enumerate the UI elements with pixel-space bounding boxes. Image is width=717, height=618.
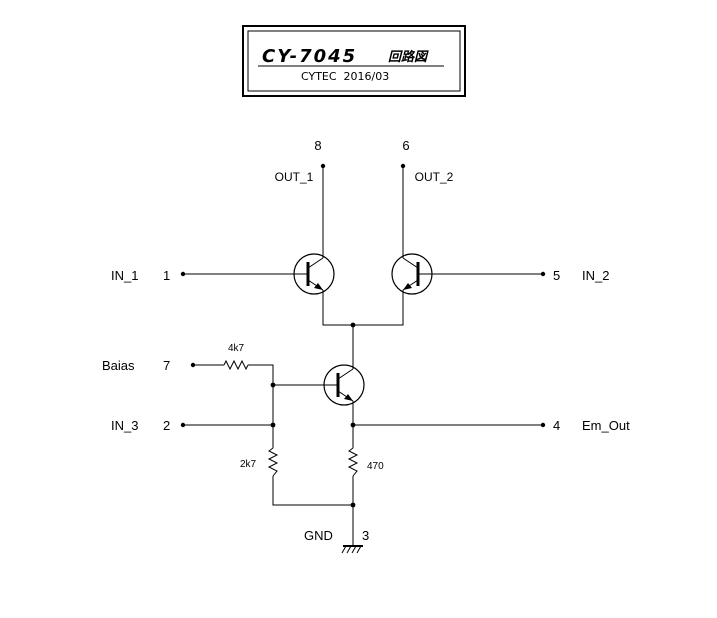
- pin-2-name: IN_3: [111, 418, 138, 433]
- junction-in3: [270, 422, 276, 428]
- pin-7-name: Baias: [102, 358, 135, 373]
- resistor-4k7: [223, 359, 249, 371]
- pin-7-number: 7: [163, 358, 170, 373]
- resistor-2k7: [267, 447, 279, 477]
- junction-ground: [350, 502, 356, 508]
- resistor-bias-value: 4k7: [228, 343, 245, 354]
- ground-icon: [341, 545, 363, 554]
- terminal-pin-5: [540, 271, 546, 277]
- title-sub: CYTEC 2016/03: [301, 70, 389, 83]
- terminal-pin-7: [190, 362, 196, 368]
- pin-1-number: 1: [163, 268, 170, 283]
- junctions: [270, 322, 356, 508]
- title-block: CY-7045 回路図 CYTEC 2016/03: [242, 25, 466, 97]
- pin-5-name: IN_2: [582, 268, 609, 283]
- pin-6-name: OUT_2: [415, 170, 454, 184]
- junction-emitters: [350, 322, 356, 328]
- pin-8-name: OUT_1: [275, 170, 314, 184]
- transistor-q3-collector: [337, 368, 354, 380]
- terminal-pin-1: [180, 271, 186, 277]
- wire-emitters-joined: [322, 290, 404, 326]
- title-main: CY-7045: [262, 46, 357, 67]
- wire-2k7-ground: [272, 476, 353, 506]
- transistor-q1-arrow: [314, 283, 323, 290]
- transistor-q2-arrow: [403, 283, 412, 290]
- transistor-q3-arrow: [344, 394, 353, 401]
- wire-bias-node: [248, 364, 274, 385]
- title-inner-frame: [247, 30, 461, 92]
- resistor-470: [347, 447, 359, 477]
- resistor-in3-value: 2k7: [240, 459, 257, 470]
- pin-1-name: IN_1: [111, 268, 138, 283]
- transistor-q3-body: [323, 364, 365, 406]
- pin-2-number: 2: [163, 418, 170, 433]
- pin-3-name: GND: [304, 528, 333, 543]
- transistor-q2: [391, 253, 433, 295]
- pin-3-number: 3: [362, 528, 369, 543]
- transistor-q2-body: [391, 253, 433, 295]
- pin-4-number: 4: [553, 418, 560, 433]
- resistor-emitter-value: 470: [367, 461, 384, 472]
- title-suffix: 回路図: [388, 49, 429, 65]
- terminal-pin-8: [320, 163, 326, 169]
- transistor-q1: [293, 253, 335, 295]
- transistor-q3: [323, 364, 365, 406]
- pin-4-name: Em_Out: [582, 418, 630, 433]
- pin-6-number: 6: [402, 138, 409, 153]
- junction-em-out: [350, 422, 356, 428]
- transistor-q2-collector: [402, 257, 419, 269]
- terminal-pin-6: [400, 163, 406, 169]
- pin-5-number: 5: [553, 268, 560, 283]
- transistor-q1-body: [293, 253, 335, 295]
- junction-bias-base: [270, 382, 276, 388]
- pin-8-number: 8: [314, 138, 321, 153]
- terminal-pin-2: [180, 422, 186, 428]
- pin-terminals: [180, 163, 546, 428]
- title-outer-frame: [242, 25, 466, 97]
- transistor-q1-collector: [307, 257, 324, 269]
- wires: [183, 166, 543, 546]
- terminal-pin-4: [540, 422, 546, 428]
